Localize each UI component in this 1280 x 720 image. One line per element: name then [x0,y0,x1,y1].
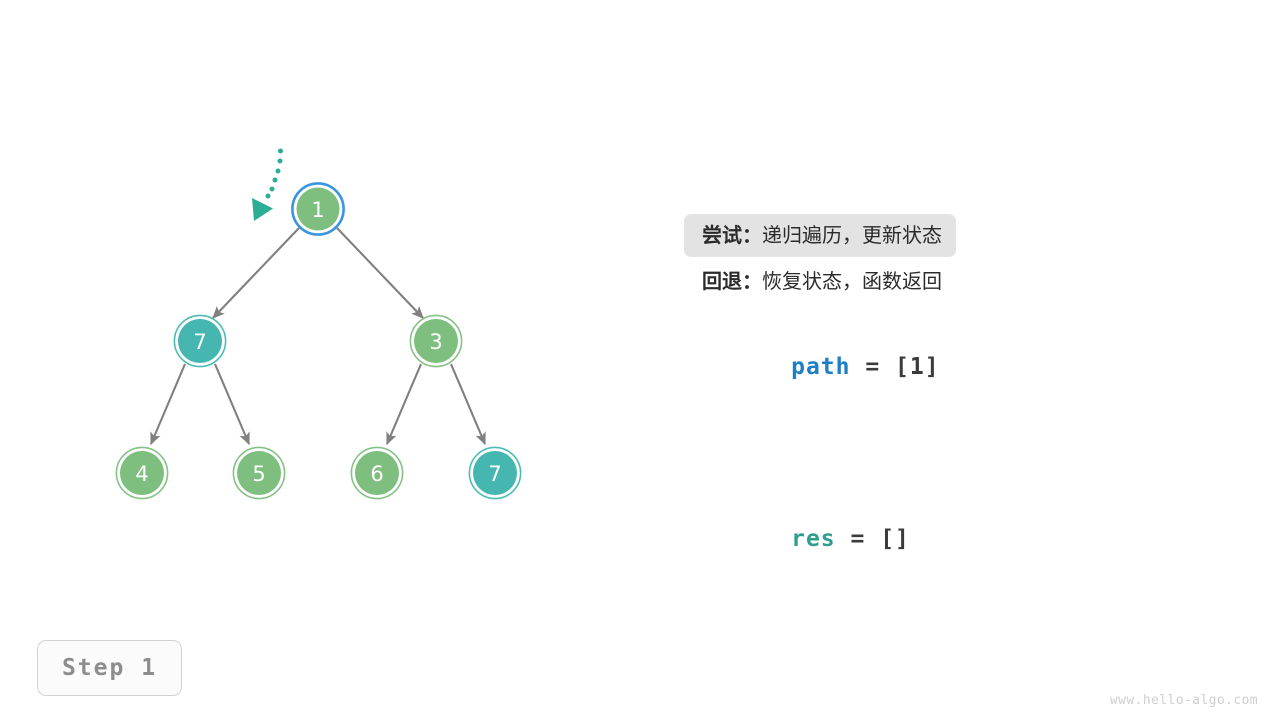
pointer-dot [265,193,271,199]
node-ring [291,182,345,236]
tree-edges [150,227,486,446]
tree-node-4[interactable]: 4 [115,446,169,500]
node-value: 7 [193,330,206,354]
backtrack-line: 回退：恢复状态，函数返回 [684,260,956,303]
node-ring [409,314,463,368]
node-ring [173,314,227,368]
edge-n3-n7 [450,363,486,446]
node-value: 4 [135,462,148,486]
res-variable-name: res [791,526,836,552]
backtrack-row: 回退：恢复状态，函数返回 [684,260,1244,306]
node-value: 7 [488,462,501,486]
node-circle [473,451,517,495]
node-circle [355,451,399,495]
tree-node-5[interactable]: 5 [232,446,286,500]
tree-node-1[interactable]: 1 [291,182,345,236]
pointer-dot [277,158,283,164]
edge-n2-n4 [150,363,186,446]
info-panel: 尝试：递归遍历，更新状态 回退：恢复状态，函数返回 path = [1] res… [684,214,1244,578]
path-value: [1] [895,354,940,380]
node-value: 6 [370,462,383,486]
path-equals: = [850,354,896,380]
path-variable-name: path [791,354,851,380]
pointer-dot [272,177,278,183]
res-equals: = [835,526,881,552]
edge-n1-n3 [336,227,424,319]
tree-nodes: 1 7 3 4 5 [115,182,522,500]
pointer-dot [275,168,281,174]
node-circle [296,187,340,231]
node-circle [178,319,222,363]
node-value: 5 [252,462,265,486]
tree-node-3[interactable]: 3 [409,314,463,368]
pointer-dot [278,148,283,154]
attempt-line: 尝试：递归遍历，更新状态 [684,214,956,257]
edge-n1-n2 [212,227,300,319]
backtrack-body: 恢复状态，函数返回 [762,269,942,293]
node-value: 1 [311,198,324,222]
pointer-dot [269,186,275,192]
step-badge-label: Step 1 [61,655,158,681]
node-value: 3 [429,330,442,354]
node-circle [237,451,281,495]
res-value: [] [880,526,910,552]
edge-n2-n5 [214,363,250,446]
edge-n3-n6 [386,363,422,446]
tree-node-7-right[interactable]: 7 [468,446,522,500]
node-ring [115,446,169,500]
attempt-lead: 尝试： [702,223,762,247]
path-state-line: path = [1] [684,328,1244,406]
node-circle [120,451,164,495]
node-ring [350,446,404,500]
watermark: www.hello-algo.com [1109,693,1258,708]
step-badge: Step 1 [37,640,182,696]
node-circle [414,319,458,363]
node-ring [468,446,522,500]
attempt-body: 递归遍历，更新状态 [762,223,942,247]
res-state-line: res = [] [684,500,1244,578]
attempt-row: 尝试：递归遍历，更新状态 [684,214,1244,260]
node-ring [232,446,286,500]
tree-node-6[interactable]: 6 [350,446,404,500]
pointer-arrowhead [252,198,273,221]
backtrack-lead: 回退： [702,269,762,293]
recursion-pointer [252,148,283,221]
tree-node-7-left[interactable]: 7 [173,314,227,368]
